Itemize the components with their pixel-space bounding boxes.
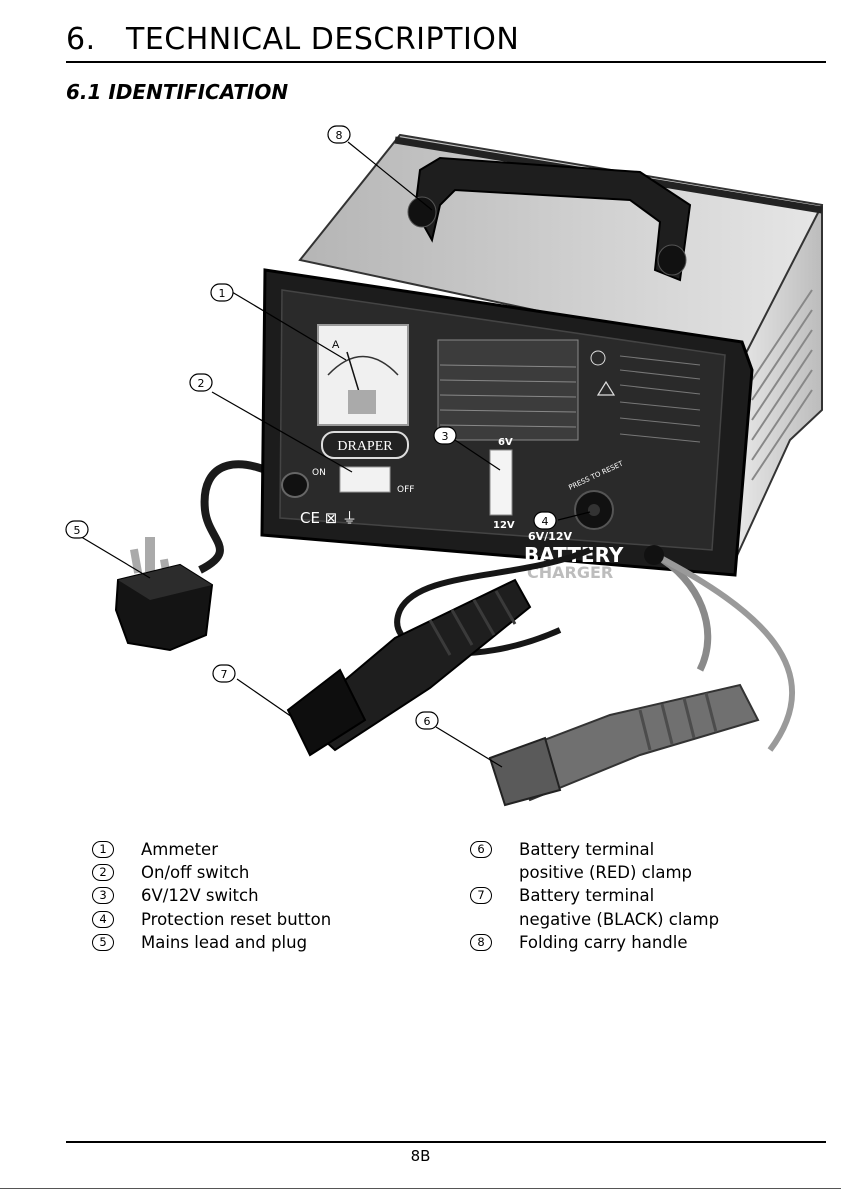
legend-marker: 3 (92, 887, 114, 905)
legend-left: 1 Ammeter 2 On/off switch 3 6V/12V switch 4… (92, 838, 331, 954)
callout-5: 5 (74, 524, 81, 537)
legend-text: Protection reset button (141, 909, 332, 929)
legend-item: 8 Folding carry handle (470, 931, 719, 954)
on-off-rocker (339, 466, 391, 493)
callout-1: 1 (219, 287, 226, 300)
black-clamp (286, 578, 532, 757)
legend-item: 3 6V/12V switch (92, 884, 331, 907)
page-edge-line (0, 1188, 841, 1189)
legend-right: 6 Battery terminal positive (RED) clamp 7… (470, 838, 719, 954)
legend-text: Mains lead and plug (141, 932, 308, 952)
legend-marker: 2 (92, 864, 114, 882)
legend-item: 2 On/off switch (92, 861, 331, 884)
legend-marker: 1 (92, 841, 114, 858)
legend-text: Ammeter (141, 840, 218, 859)
legend-marker: 5 (92, 933, 114, 951)
black-clamp-cable (394, 547, 592, 657)
callout-4: 4 (542, 515, 549, 528)
battery-charger-figure: A DRAPER ON OFF CE ⊠ ⏚ 6V 12V PRESS TO R… (65, 125, 824, 807)
6v-label: 6V (498, 437, 513, 448)
callout-3: 3 (442, 430, 449, 443)
voltage-switch (489, 449, 513, 516)
callout-leaders (77, 141, 591, 768)
section-number: 6. (66, 22, 96, 57)
header-divider (66, 61, 826, 63)
12v-label: 12V (493, 520, 515, 531)
charger-lettering: CHARGER (527, 563, 613, 582)
legend-item: 4 Protection reset button (92, 908, 331, 931)
ammeter-scale-label: A (332, 339, 340, 351)
carry-handle (413, 156, 692, 282)
legend-marker: 4 (92, 910, 114, 928)
page-number: 8B (410, 1147, 431, 1165)
legend-item: 5 Mains lead and plug (92, 931, 331, 954)
subsection-title: 6.1 IDENTIFICATION (66, 80, 289, 104)
off-label: OFF (397, 485, 414, 495)
footer-divider (66, 1141, 826, 1143)
legend-text: Battery terminal positive (RED) clamp (519, 840, 692, 883)
legend-text: 6V/12V switch (141, 886, 259, 906)
callout-6: 6 (424, 715, 431, 728)
ammeter: A (317, 324, 409, 426)
brand-badge (321, 431, 409, 459)
callout-8: 8 (336, 129, 343, 142)
callout-2: 2 (198, 377, 205, 390)
callout-7: 7 (221, 668, 228, 681)
voltage-lettering: 6V/12V (528, 530, 572, 543)
on-label: ON (312, 468, 326, 478)
legend-item: 7 Battery terminal negative (BLACK) clamp (470, 884, 719, 930)
section-title: TECHNICAL DESCRIPTION (126, 22, 520, 57)
mains-plug (114, 537, 214, 652)
legend-marker: 6 (470, 841, 492, 858)
legend-marker: 8 (470, 933, 492, 951)
legend-text: Battery terminal negative (BLACK) clamp (519, 886, 720, 929)
page-title: 6. TECHNICAL DESCRIPTION (66, 22, 519, 57)
legend-item: 1 Ammeter (92, 838, 331, 861)
ce-marks: CE ⊠ ⏚ (300, 509, 357, 527)
legend-text: On/off switch (141, 863, 250, 883)
brand-logo: DRAPER (337, 439, 393, 454)
legend-text: Folding carry handle (519, 932, 688, 952)
legend-item: 6 Battery terminal positive (RED) clamp (470, 838, 719, 884)
rating-plate (437, 339, 579, 441)
red-clamp (488, 683, 760, 807)
legend-marker: 7 (470, 887, 492, 905)
mains-cable (198, 460, 298, 574)
